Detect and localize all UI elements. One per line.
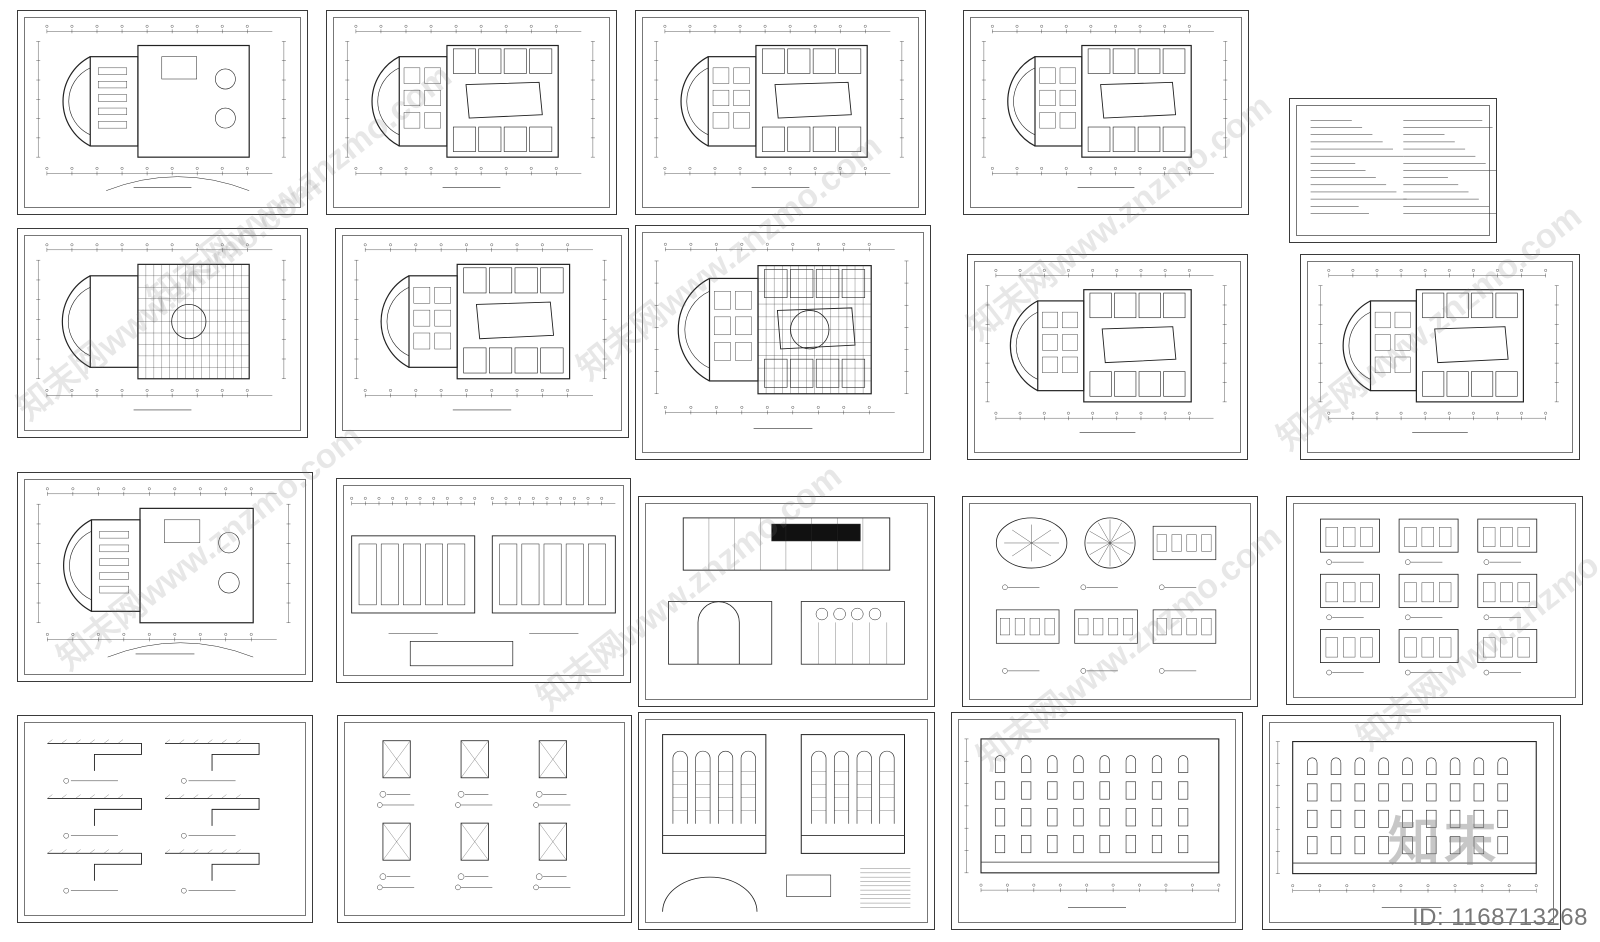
ceiling-detail-drawing <box>995 517 1217 674</box>
facade-elevation-drawing <box>662 734 911 912</box>
floor-plan-drawing <box>985 268 1227 433</box>
ceiling-plan-drawing <box>36 243 286 411</box>
drawing-sheet-7[interactable] <box>335 228 629 438</box>
drawing-sheet-13[interactable] <box>638 496 935 707</box>
drawing-sheet-1[interactable] <box>17 10 308 215</box>
section-detail-drawing <box>47 739 260 894</box>
image-id-label: ID: 1168713268 <box>1411 904 1588 931</box>
floor-plan-drawing <box>654 24 904 188</box>
ceiling-plan-drawing <box>654 242 909 430</box>
facade-elevation-drawing <box>964 738 1221 908</box>
design-notes-drawing <box>1310 120 1496 214</box>
drawing-sheet-17[interactable] <box>337 715 632 923</box>
drawing-sheet-10[interactable] <box>1300 254 1580 460</box>
drawing-sheet-2[interactable] <box>326 10 617 215</box>
drawing-sheet-14[interactable] <box>962 496 1258 707</box>
drawing-sheet-11[interactable] <box>17 472 313 682</box>
brand-logo: 知末 <box>1388 813 1501 873</box>
drawing-sheet-15[interactable] <box>1286 496 1583 705</box>
drawing-sheet-19[interactable] <box>951 712 1243 930</box>
drawing-sheet-8[interactable] <box>635 225 931 460</box>
drawing-sheet-9[interactable] <box>967 254 1248 460</box>
drawing-sheet-18[interactable] <box>638 712 935 930</box>
facade-elevation-drawing <box>1275 741 1538 908</box>
drawing-sheet-3[interactable] <box>635 10 926 215</box>
drawing-sheet-4[interactable] <box>963 10 1249 215</box>
toilet-detail-drawing <box>1320 518 1538 676</box>
lobby-elevation-drawing <box>668 517 905 665</box>
wall-elevation-drawing <box>350 496 616 667</box>
floor-plan-drawing <box>36 24 286 191</box>
drawing-sheet-12[interactable] <box>336 478 631 683</box>
drawing-sheet-16[interactable] <box>17 715 313 923</box>
floor-plan-drawing <box>354 243 607 411</box>
drawing-sheet-6[interactable] <box>17 228 308 438</box>
floor-plan-drawing <box>36 487 291 658</box>
floor-plan-drawing <box>981 24 1228 188</box>
floor-plan-drawing <box>345 24 595 188</box>
node-detail-drawing <box>377 740 571 891</box>
drawing-sheet-notes[interactable] <box>1289 98 1497 243</box>
drawing-sheet-20[interactable] <box>1262 715 1561 930</box>
floor-plan-drawing <box>1318 268 1559 433</box>
